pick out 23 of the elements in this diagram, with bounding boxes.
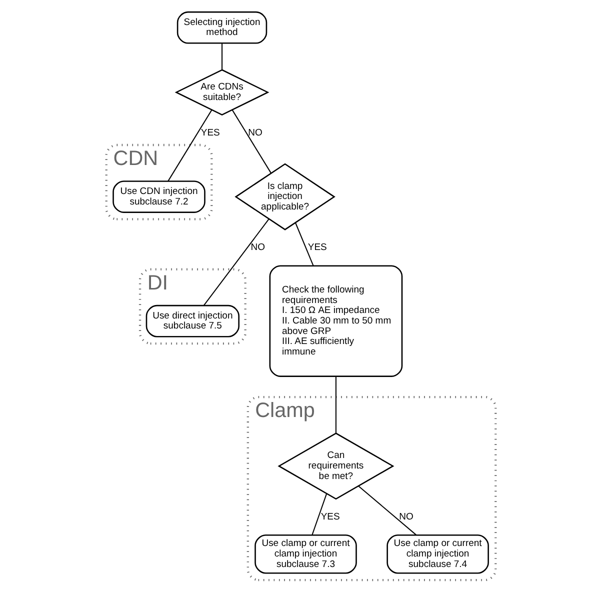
edge-label: YES bbox=[320, 511, 340, 522]
node-box: Check the following requirements I. 150 Ω AE impedance II. Cable 30 mm to 50 mm above GRP III. AE sufficiently immune bbox=[268, 265, 402, 377]
connector bbox=[221, 43, 222, 70]
node-box: Selecting injection method bbox=[176, 11, 267, 44]
edge-label: NO bbox=[248, 127, 262, 138]
connector bbox=[294, 222, 314, 266]
node-box: Use CDN injection subclause 7.2 bbox=[112, 180, 205, 213]
node-box: Use clamp or current clamp injection subclause 7.4 bbox=[386, 534, 488, 574]
connector bbox=[203, 218, 269, 306]
node-diamond: Is clamp injection applicable? bbox=[234, 163, 335, 230]
edge-label: YES bbox=[200, 127, 220, 138]
connector bbox=[167, 110, 212, 182]
node-diamond: Can requirements be met? bbox=[277, 432, 394, 500]
node-box: Use direct injection subclause 7.5 bbox=[145, 304, 239, 338]
node-box: Use clamp or current clamp injection subclause 7.3 bbox=[254, 534, 356, 574]
edge-label: YES bbox=[307, 242, 326, 254]
node-diamond: Are CDNs suitable? bbox=[174, 69, 269, 116]
connector bbox=[311, 493, 327, 536]
edge-label: NO bbox=[250, 242, 264, 254]
connector bbox=[358, 486, 416, 536]
connector bbox=[231, 110, 271, 174]
connector bbox=[334, 376, 336, 434]
edge-label: NO bbox=[398, 511, 413, 522]
